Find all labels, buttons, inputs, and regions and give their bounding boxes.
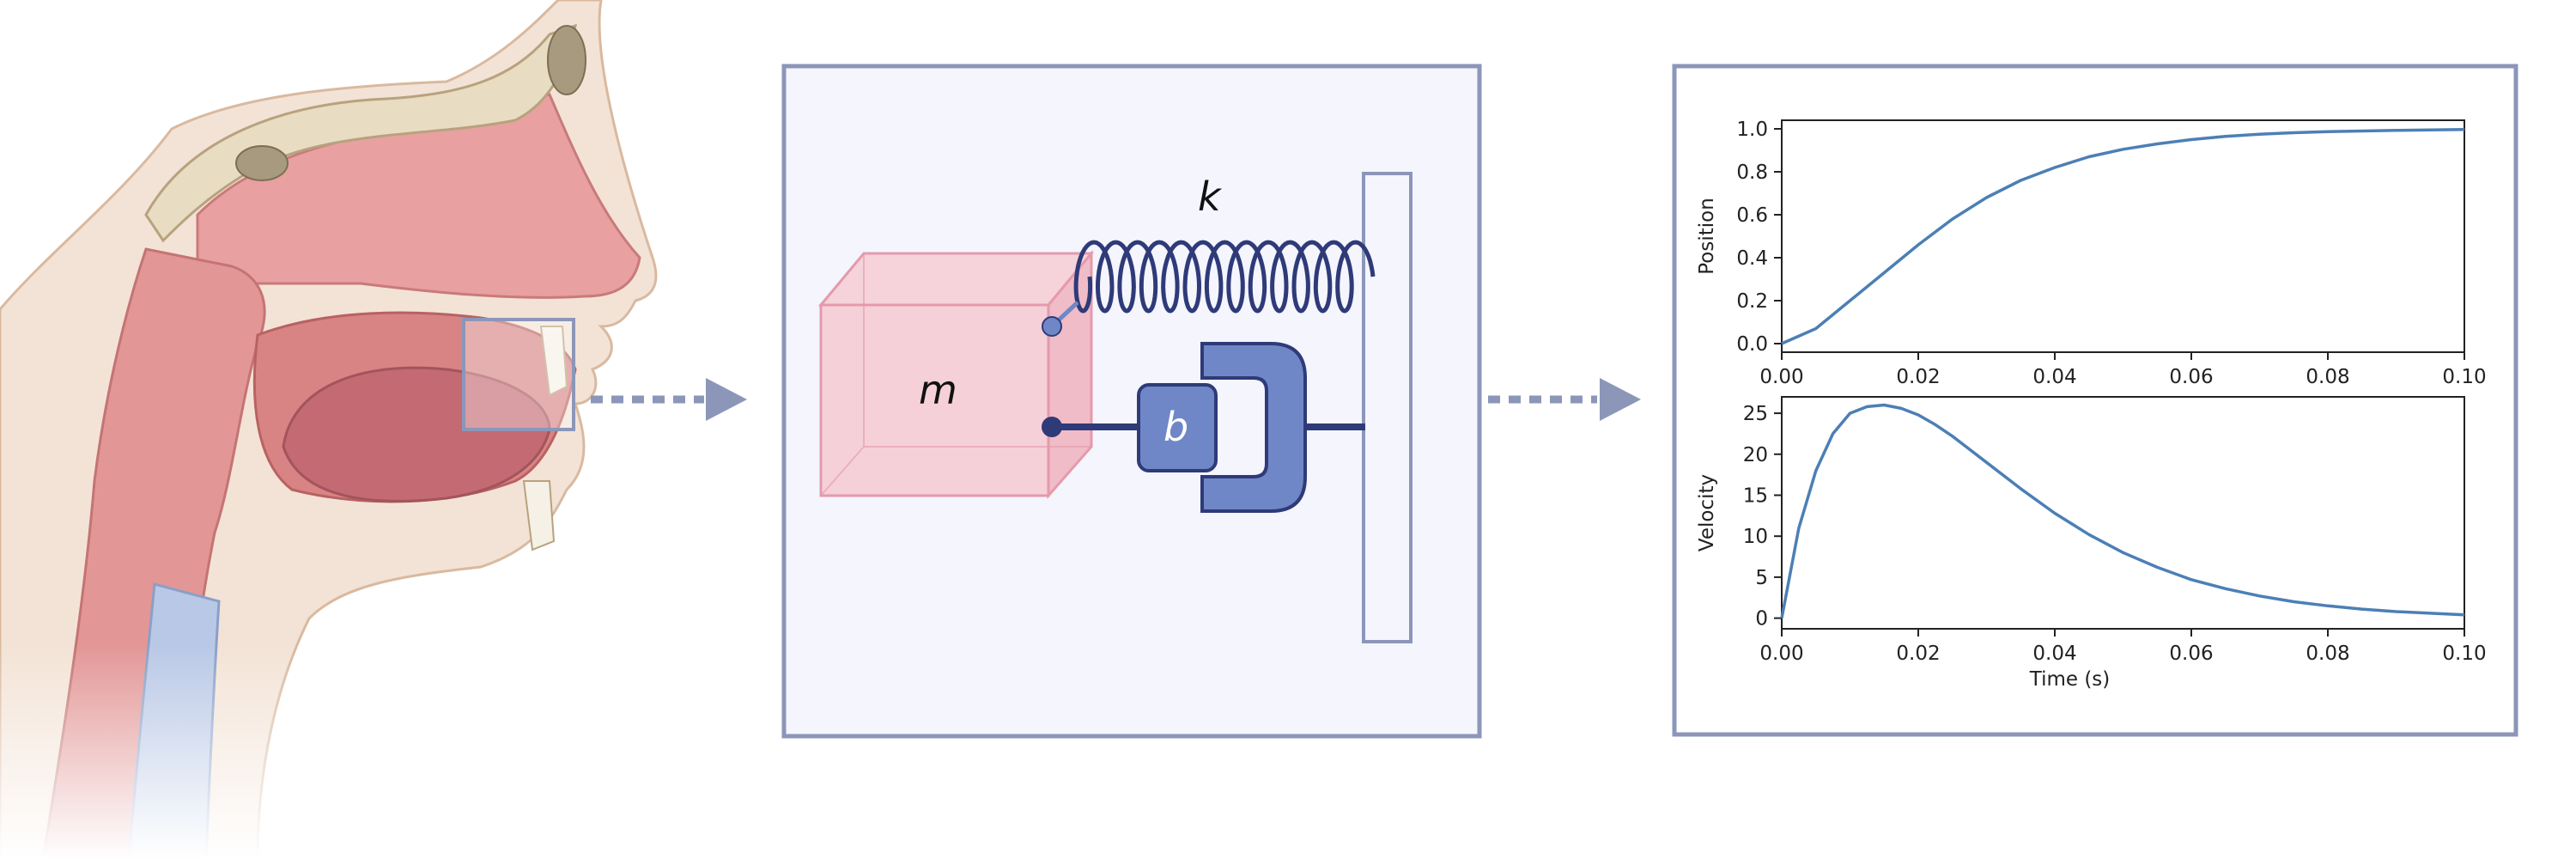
velocity-y-tick-label: 0 [1755, 608, 1768, 631]
mass-label: m [919, 367, 957, 413]
damper-label: b [1163, 404, 1188, 450]
velocity-plot-area [1781, 396, 2465, 630]
position-y-tick-label: 0.2 [1736, 290, 1768, 313]
velocity-chart: 0.00 0.02 0.04 0.06 0.08 0.10 0 5 10 15 20 25Veloci… [1696, 396, 2487, 691]
velocity-y-tick-label: 10 [1743, 526, 1768, 548]
wall [1362, 172, 1413, 643]
damper-piston [1137, 383, 1218, 472]
damper-cylinder [1200, 342, 1307, 513]
spring-label: k [1198, 174, 1223, 220]
velocity-x-tick-label: 0.06 [2169, 643, 2213, 665]
velocity-series-line [1780, 403, 2465, 618]
position-x-tick-label: 0.08 [2306, 366, 2349, 388]
velocity-x-tick-label: 0.10 [2442, 643, 2486, 665]
fade-overlay [0, 0, 687, 859]
position-y-tick-label: 1.0 [1736, 119, 1768, 141]
plots-panel: 0.00 0.02 0.04 0.06 0.08 0.10 0.0 0.2 0.4 0.6 0.8 1… [1672, 64, 2518, 737]
velocity-x-tick-label: 0.02 [1896, 643, 1940, 665]
position-series-line [1781, 128, 2465, 345]
position-chart: 0.00 0.02 0.04 0.06 0.08 0.10 0.0 0.2 0.4 0.6 0.8 1… [1696, 119, 2487, 388]
dotted-arrow-right-icon [1488, 378, 1641, 421]
lip-highlight-box [462, 318, 575, 431]
velocity-x-tick-label: 0.04 [2032, 643, 2076, 665]
position-x-tick-label: 0.10 [2442, 366, 2486, 388]
velocity-y-axis-label: Velocity [1696, 474, 1718, 551]
position-x-tick-label: 0.04 [2032, 366, 2076, 388]
position-y-tick-label: 0.6 [1736, 204, 1768, 227]
position-x-tick-label: 0.02 [1896, 366, 1940, 388]
velocity-x-tick-label: 0.08 [2306, 643, 2349, 665]
damper-anchor [1042, 417, 1062, 437]
position-y-axis-label: Position [1696, 198, 1718, 275]
velocity-y-tick-label: 20 [1743, 444, 1768, 466]
velocity-x-tick-label: 0.00 [1759, 643, 1803, 665]
model-panel: m k b [781, 64, 1482, 739]
spring-anchor [1042, 316, 1062, 337]
position-y-tick-label: 0.8 [1736, 161, 1768, 184]
dotted-arrow-right-icon [591, 378, 747, 421]
position-plot-area [1781, 119, 2465, 353]
position-x-tick-label: 0.06 [2169, 366, 2213, 388]
velocity-x-axis-label: Time (s) [2029, 668, 2111, 691]
velocity-y-tick-label: 25 [1743, 403, 1768, 425]
anatomy-illustration [0, 0, 687, 859]
velocity-y-tick-label: 15 [1743, 484, 1768, 507]
position-y-tick-label: 0.0 [1736, 333, 1768, 356]
position-x-tick-label: 0.00 [1759, 366, 1803, 388]
position-y-tick-label: 0.4 [1736, 247, 1768, 270]
spring [1042, 240, 1376, 337]
velocity-y-tick-label: 5 [1755, 567, 1768, 589]
